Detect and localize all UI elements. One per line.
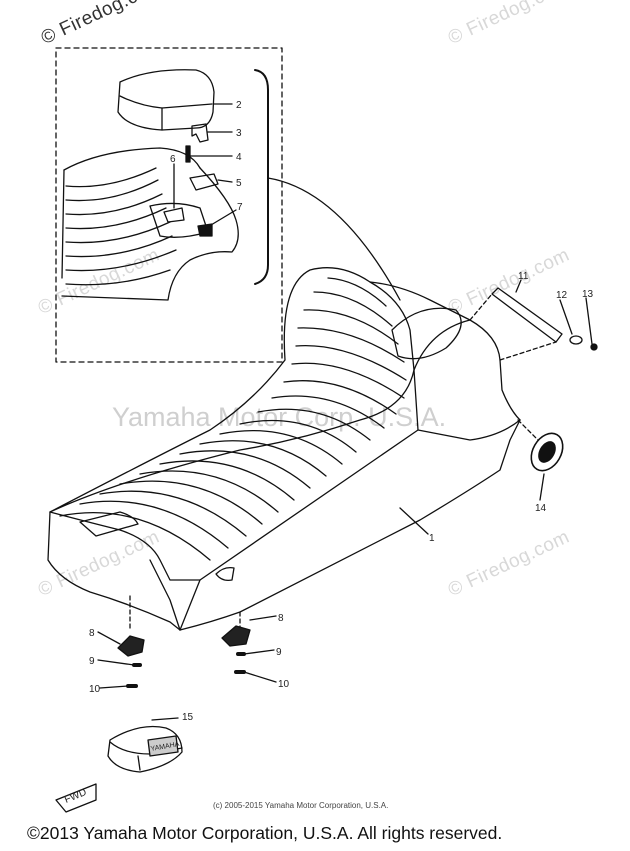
- bolt-4: [185, 145, 191, 163]
- seat-strap-15: [107, 725, 183, 773]
- inset-frame: [55, 47, 283, 363]
- callout-5: 5: [236, 178, 242, 189]
- callout-13: 13: [582, 289, 594, 300]
- footer-copyright: ©2013 Yamaha Motor Corporation, U.S.A. A…: [27, 823, 503, 843]
- bracket-3: [191, 123, 209, 143]
- callout-14: 14: [535, 503, 547, 514]
- collar-12: [569, 335, 583, 345]
- seat-pad: [117, 69, 215, 131]
- callout-2: 2: [236, 100, 242, 111]
- inset-seat-rear: [61, 147, 239, 301]
- emblem-text: YAMAHA: [150, 741, 180, 753]
- fwd-label: FWD: [63, 787, 88, 806]
- small-copyright: (c) 2005-2015 Yamaha Motor Corporation, …: [213, 801, 389, 810]
- callout-11: 11: [518, 271, 529, 282]
- callout-9-right: 9: [276, 647, 282, 658]
- callout-9-left: 9: [89, 656, 95, 667]
- callout-3: 3: [236, 128, 242, 139]
- callout-8-right: 8: [278, 613, 284, 624]
- callout-15: 15: [182, 712, 194, 723]
- bracket-left: [117, 635, 145, 688]
- callout-7: 7: [237, 202, 243, 213]
- callout-10-left: 10: [89, 684, 101, 695]
- bracket-right: [221, 625, 251, 674]
- nut-13: [590, 343, 598, 351]
- seat-body: [47, 267, 521, 631]
- seat-pad-mounted: [391, 307, 462, 360]
- callout-6: 6: [170, 154, 176, 165]
- callout-1: 1: [429, 533, 435, 544]
- callout-12: 12: [556, 290, 568, 301]
- callout-8-left: 8: [89, 628, 95, 639]
- emblem-14: [530, 432, 564, 472]
- callout-4: 4: [236, 152, 242, 163]
- pivot-rod-11: [491, 287, 563, 343]
- clip-5: [189, 173, 219, 191]
- callout-10-right: 10: [278, 679, 290, 690]
- fwd-arrow: [55, 783, 97, 813]
